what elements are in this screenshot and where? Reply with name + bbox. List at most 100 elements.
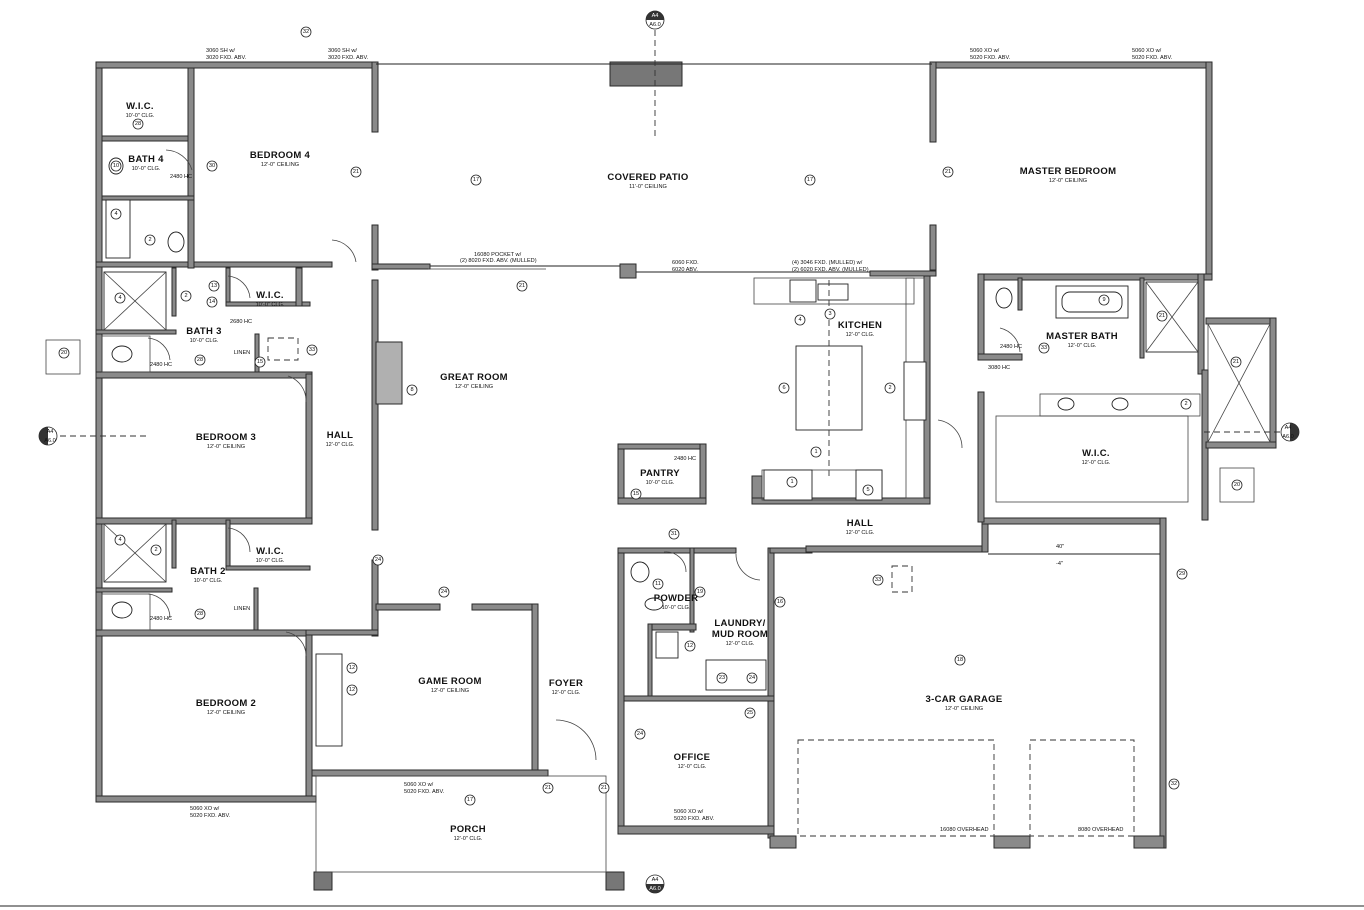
svg-text:5060 XO w/: 5060 XO w/ <box>1132 48 1162 54</box>
tag-17a: 17 <box>470 174 482 186</box>
svg-text:2: 2 <box>148 237 151 243</box>
tag-32: 32 <box>1168 778 1180 790</box>
svg-text:24: 24 <box>441 589 447 595</box>
section-marker-top: A4 A6.0 <box>645 10 665 30</box>
tag-33a: 33 <box>306 344 318 356</box>
tag-19: 19 <box>694 586 706 598</box>
tag-18: 18 <box>954 654 966 666</box>
tag-29a: 29 <box>1176 568 1188 580</box>
svg-text:16: 16 <box>777 599 783 605</box>
svg-text:29: 29 <box>1179 571 1185 577</box>
svg-text:5060 XO w/: 5060 XO w/ <box>674 809 704 815</box>
room-covered-patio: COVERED PATIO <box>607 172 688 183</box>
annotation-notes: 3060 SH w/ 3020 FXD. ABV. 3060 SH w/ 302… <box>150 48 1173 833</box>
tag-14: 14 <box>206 296 218 308</box>
tag-17c: 17 <box>464 794 476 806</box>
tag-21f: 21 <box>542 782 554 794</box>
tag-23: 23 <box>716 672 728 684</box>
room-wic-master: W.I.C. <box>1082 448 1110 459</box>
svg-text:12'-0" CLG.: 12'-0" CLG. <box>678 764 707 770</box>
room-foyer: FOYER <box>549 678 583 689</box>
svg-text:12: 12 <box>349 665 355 671</box>
tag-15b: 15 <box>630 488 642 500</box>
svg-text:24: 24 <box>637 731 643 737</box>
svg-text:10'-0" CLG.: 10'-0" CLG. <box>662 605 691 611</box>
svg-text:11'-0" CEILING: 11'-0" CEILING <box>629 184 667 190</box>
svg-text:32: 32 <box>1171 781 1177 787</box>
svg-text:5020 FXD. ABV.: 5020 FXD. ABV. <box>1132 55 1173 61</box>
svg-text:15: 15 <box>257 359 263 365</box>
svg-text:21: 21 <box>545 785 551 791</box>
room-kitchen: KITCHEN <box>838 320 882 331</box>
svg-text:10'-0" CLG.: 10'-0" CLG. <box>132 166 161 172</box>
svg-text:21: 21 <box>519 283 525 289</box>
section-marker-left: A4 A6.0 <box>38 426 58 446</box>
tag-30: 30 <box>206 160 218 172</box>
svg-text:5020 FXD. ABV.: 5020 FXD. ABV. <box>190 813 231 819</box>
tag-33b: 33 <box>1038 342 1050 354</box>
svg-text:30: 30 <box>209 163 215 169</box>
tag-20a: 20 <box>58 347 70 359</box>
svg-text:5020 FXD. ABV.: 5020 FXD. ABV. <box>404 789 445 795</box>
svg-text:12'-0" CEILING: 12'-0" CEILING <box>431 688 469 694</box>
svg-text:6: 6 <box>782 385 785 391</box>
svg-text:12'-0" CLG.: 12'-0" CLG. <box>454 836 483 842</box>
tag-31: 31 <box>668 528 680 540</box>
svg-text:28: 28 <box>197 611 203 617</box>
svg-text:21: 21 <box>1233 359 1239 365</box>
svg-text:1: 1 <box>790 479 793 485</box>
tag-2b: 2 <box>180 290 192 302</box>
tag-20b: 20 <box>1231 479 1243 491</box>
tag-6: 6 <box>778 382 790 394</box>
svg-text:A4: A4 <box>1285 425 1292 431</box>
svg-text:3060 SH w/: 3060 SH w/ <box>328 48 357 54</box>
svg-text:5060 XO w/: 5060 XO w/ <box>190 806 220 812</box>
room-labels: W.I.C. 10'-0" CLG. BATH 4 10'-0" CLG. BE… <box>126 101 1118 842</box>
tag-3: 3 <box>824 308 836 320</box>
svg-text:4: 4 <box>114 211 117 217</box>
svg-text:15: 15 <box>633 491 639 497</box>
svg-text:2480 HC: 2480 HC <box>1000 344 1022 350</box>
svg-text:10'-0" CLG.: 10'-0" CLG. <box>126 113 155 119</box>
room-pantry: PANTRY <box>640 468 680 479</box>
svg-text:24: 24 <box>375 557 381 563</box>
tag-21b: 21 <box>942 166 954 178</box>
svg-text:2: 2 <box>888 385 891 391</box>
svg-text:2480 HC: 2480 HC <box>170 174 192 180</box>
room-office: OFFICE <box>674 752 711 763</box>
svg-text:21: 21 <box>353 169 359 175</box>
tag-28c: 28 <box>194 608 206 620</box>
tag-2e: 2 <box>150 544 162 556</box>
svg-text:33: 33 <box>875 577 881 583</box>
svg-text:12'-0" CLG.: 12'-0" CLG. <box>1068 343 1097 349</box>
tag-21d: 21 <box>1156 310 1168 322</box>
room-game-room: GAME ROOM <box>418 676 481 687</box>
room-master-bedroom: MASTER BEDROOM <box>1020 166 1117 177</box>
room-wic-top: W.I.C. <box>126 101 154 112</box>
svg-text:33: 33 <box>1041 345 1047 351</box>
svg-text:19: 19 <box>697 589 703 595</box>
svg-text:20: 20 <box>61 350 67 356</box>
tag-17b: 17 <box>804 174 816 186</box>
room-bath4: BATH 4 <box>128 154 164 165</box>
tag-13: 13 <box>208 280 220 292</box>
tag-8: 8 <box>406 384 418 396</box>
svg-text:2480 HC: 2480 HC <box>150 616 172 622</box>
tag-1a: 1 <box>810 446 822 458</box>
tag-4d: 4 <box>114 534 126 546</box>
tag-24b: 24 <box>438 586 450 598</box>
room-porch: PORCH <box>450 824 486 835</box>
svg-text:12'-0" CEILING: 12'-0" CEILING <box>945 706 983 712</box>
tag-12a: 12 <box>346 662 358 674</box>
linework <box>0 30 1364 907</box>
svg-text:12'-0" CLG.: 12'-0" CLG. <box>726 641 755 647</box>
svg-text:16080 OVERHEAD: 16080 OVERHEAD <box>940 827 989 833</box>
svg-text:20: 20 <box>1234 482 1240 488</box>
svg-text:32: 32 <box>303 29 309 35</box>
svg-text:A4: A4 <box>652 13 659 19</box>
tag-24d: 24 <box>634 728 646 740</box>
tag-24a: 24 <box>372 554 384 566</box>
svg-text:21: 21 <box>945 169 951 175</box>
svg-text:14: 14 <box>209 299 215 305</box>
